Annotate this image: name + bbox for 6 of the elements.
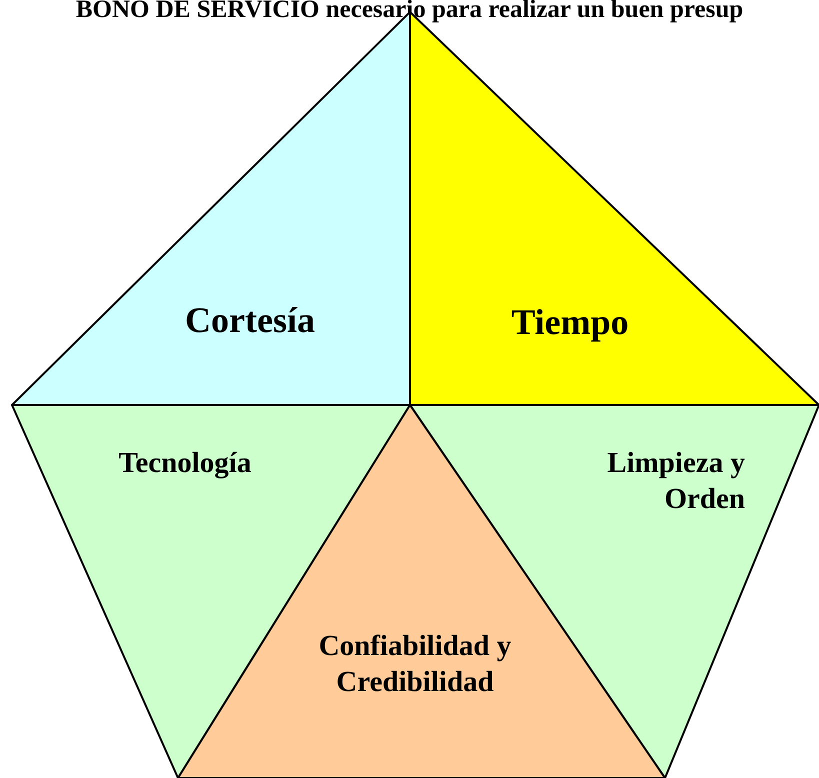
segment-label: Cortesía xyxy=(184,299,316,342)
segment-label: Tiempo xyxy=(510,301,630,344)
diagram-title: BONO DE SERVICIO necesario para realizar un buen presup xyxy=(74,0,744,24)
segment-label: Confiabilidad y Credibilidad xyxy=(318,629,512,700)
segment-label: Tecnología xyxy=(118,446,252,481)
segment-label: Limpieza y Orden xyxy=(606,446,745,518)
